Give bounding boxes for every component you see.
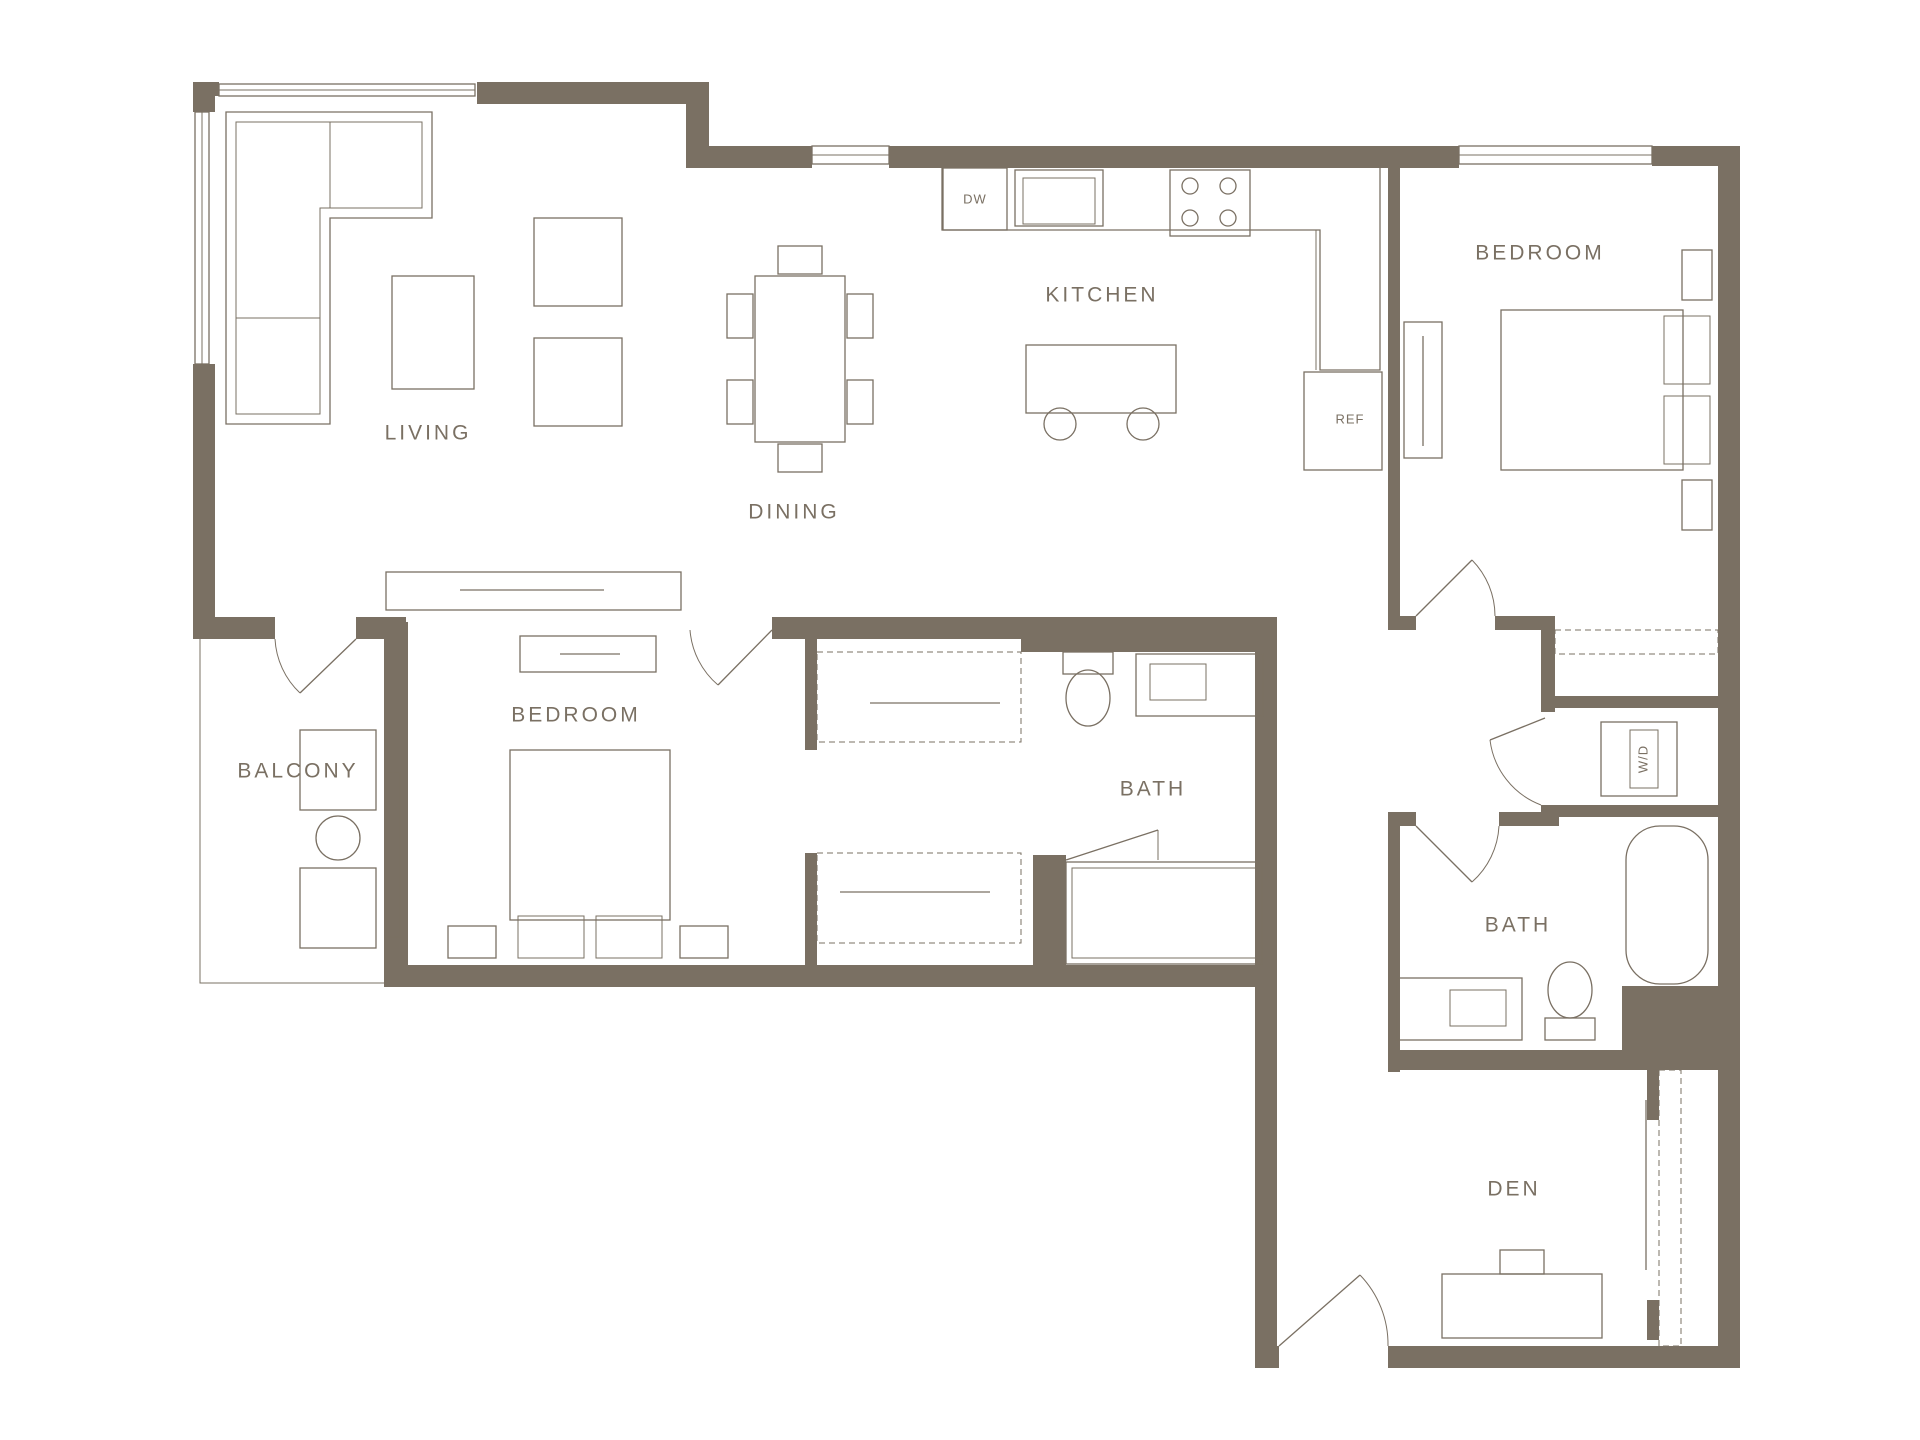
refrigerator bbox=[1303, 371, 1383, 471]
nightstand bbox=[679, 925, 729, 959]
dresser bbox=[1403, 321, 1443, 459]
coffee-table bbox=[391, 275, 475, 390]
walls bbox=[193, 82, 1740, 1368]
nightstand bbox=[1681, 249, 1713, 301]
dishwasher-label: DW bbox=[963, 191, 987, 206]
dining-furniture bbox=[726, 245, 874, 473]
sectional-sofa bbox=[225, 111, 433, 425]
living-furniture bbox=[225, 111, 682, 611]
master-bedroom-furniture bbox=[1403, 249, 1719, 655]
desk-chair bbox=[1499, 1249, 1545, 1275]
room-label-bedroom-main: BEDROOM bbox=[1475, 242, 1605, 265]
second-bedroom-furniture bbox=[447, 635, 1022, 959]
nightstand bbox=[1681, 479, 1713, 531]
armchair bbox=[533, 217, 623, 307]
dresser bbox=[519, 635, 657, 673]
closet bbox=[816, 852, 1022, 944]
washer-dryer bbox=[1600, 721, 1678, 797]
bath-two-fixtures bbox=[1395, 825, 1709, 1041]
den-furniture bbox=[1441, 1069, 1682, 1347]
windows bbox=[194, 83, 1653, 938]
armchair bbox=[533, 337, 623, 427]
balcony-chair bbox=[299, 729, 377, 811]
bed bbox=[1500, 309, 1684, 471]
room-label-living: LIVING bbox=[385, 422, 472, 445]
toilet bbox=[1065, 669, 1111, 727]
room-label-kitchen: KITCHEN bbox=[1045, 284, 1158, 307]
bathtub bbox=[1625, 825, 1709, 985]
kitchen-fixtures: DW REF bbox=[941, 167, 1383, 471]
balcony bbox=[199, 639, 386, 984]
media-console bbox=[385, 571, 682, 611]
bed bbox=[509, 749, 671, 921]
closet bbox=[816, 651, 1022, 743]
vanity bbox=[1395, 977, 1523, 1041]
room-label-den: DEN bbox=[1487, 1178, 1540, 1201]
room-label-bath-two: BATH bbox=[1485, 914, 1551, 937]
dining-table bbox=[754, 275, 846, 443]
vanity bbox=[1135, 653, 1264, 717]
doors bbox=[274, 559, 1546, 1347]
nightstand bbox=[447, 925, 497, 959]
closet bbox=[1658, 1069, 1682, 1347]
balcony-chair bbox=[299, 867, 377, 949]
bathtub bbox=[1065, 861, 1263, 965]
kitchen-sink bbox=[1014, 169, 1104, 227]
dishwasher bbox=[942, 167, 1008, 231]
refrigerator-label: REF bbox=[1336, 411, 1365, 426]
room-label-balcony: BALCONY bbox=[237, 760, 358, 783]
washer-dryer-label: W/D bbox=[1635, 745, 1650, 773]
bath-one-fixtures bbox=[1062, 651, 1264, 965]
balcony-table bbox=[315, 815, 361, 861]
desk bbox=[1441, 1273, 1603, 1339]
laundry: W/D bbox=[1600, 721, 1678, 797]
room-labels: LIVING DINING KITCHEN BEDROOM BEDROOM BA… bbox=[237, 242, 1605, 1201]
room-label-dining: DINING bbox=[748, 501, 840, 524]
kitchen-island bbox=[1025, 344, 1177, 414]
cooktop bbox=[1169, 169, 1251, 237]
toilet bbox=[1547, 961, 1593, 1019]
closet bbox=[1554, 629, 1719, 655]
room-label-bath-one: BATH bbox=[1120, 778, 1186, 801]
room-label-bedroom-second: BEDROOM bbox=[511, 704, 641, 727]
